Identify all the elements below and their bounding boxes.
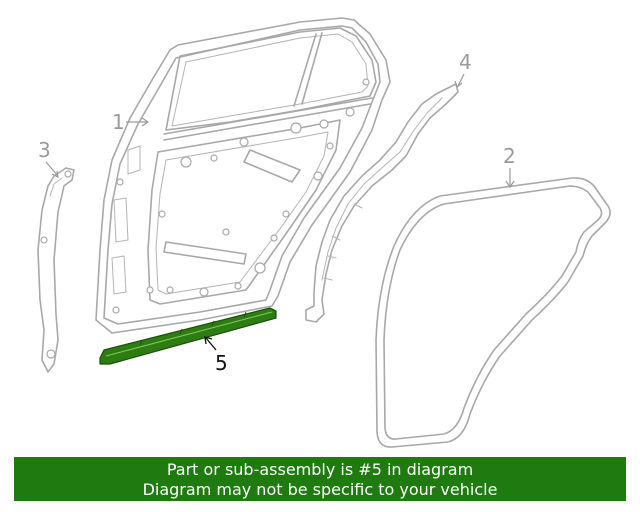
leader-arrow-part-4 bbox=[454, 80, 463, 89]
door-weatherstrip-part[interactable] bbox=[375, 177, 611, 448]
rear-channel-part[interactable] bbox=[305, 83, 459, 323]
door-shell-part[interactable] bbox=[95, 17, 391, 334]
label-part-5: 5 bbox=[215, 351, 228, 375]
leader-arrow-part-1 bbox=[141, 117, 150, 127]
front-bracket-part[interactable] bbox=[37, 167, 75, 373]
leader-line-part-4 bbox=[457, 73, 465, 87]
leader-line-part-3 bbox=[45, 161, 59, 177]
leader-line-part-5 bbox=[205, 337, 217, 351]
leader-arrow-part-2 bbox=[505, 180, 515, 189]
leader-arrow-part-3 bbox=[51, 170, 59, 179]
banner-line-part-number: Part or sub-assembly is #5 in diagram bbox=[166, 460, 474, 479]
label-part-2: 2 bbox=[503, 144, 516, 168]
label-part-4: 4 bbox=[459, 50, 472, 74]
lower-seal-part-highlighted[interactable] bbox=[99, 307, 277, 365]
label-part-3: 3 bbox=[38, 138, 51, 162]
leader-arrow-part-5 bbox=[204, 336, 213, 345]
highlight-info-banner: Part or sub-assembly is #5 in diagram Di… bbox=[14, 457, 626, 501]
label-part-1: 1 bbox=[112, 110, 125, 134]
banner-line-disclaimer: Diagram may not be specific to your vehi… bbox=[142, 480, 498, 499]
exploded-parts-diagram: 1 2 3 4 bbox=[37, 17, 611, 448]
